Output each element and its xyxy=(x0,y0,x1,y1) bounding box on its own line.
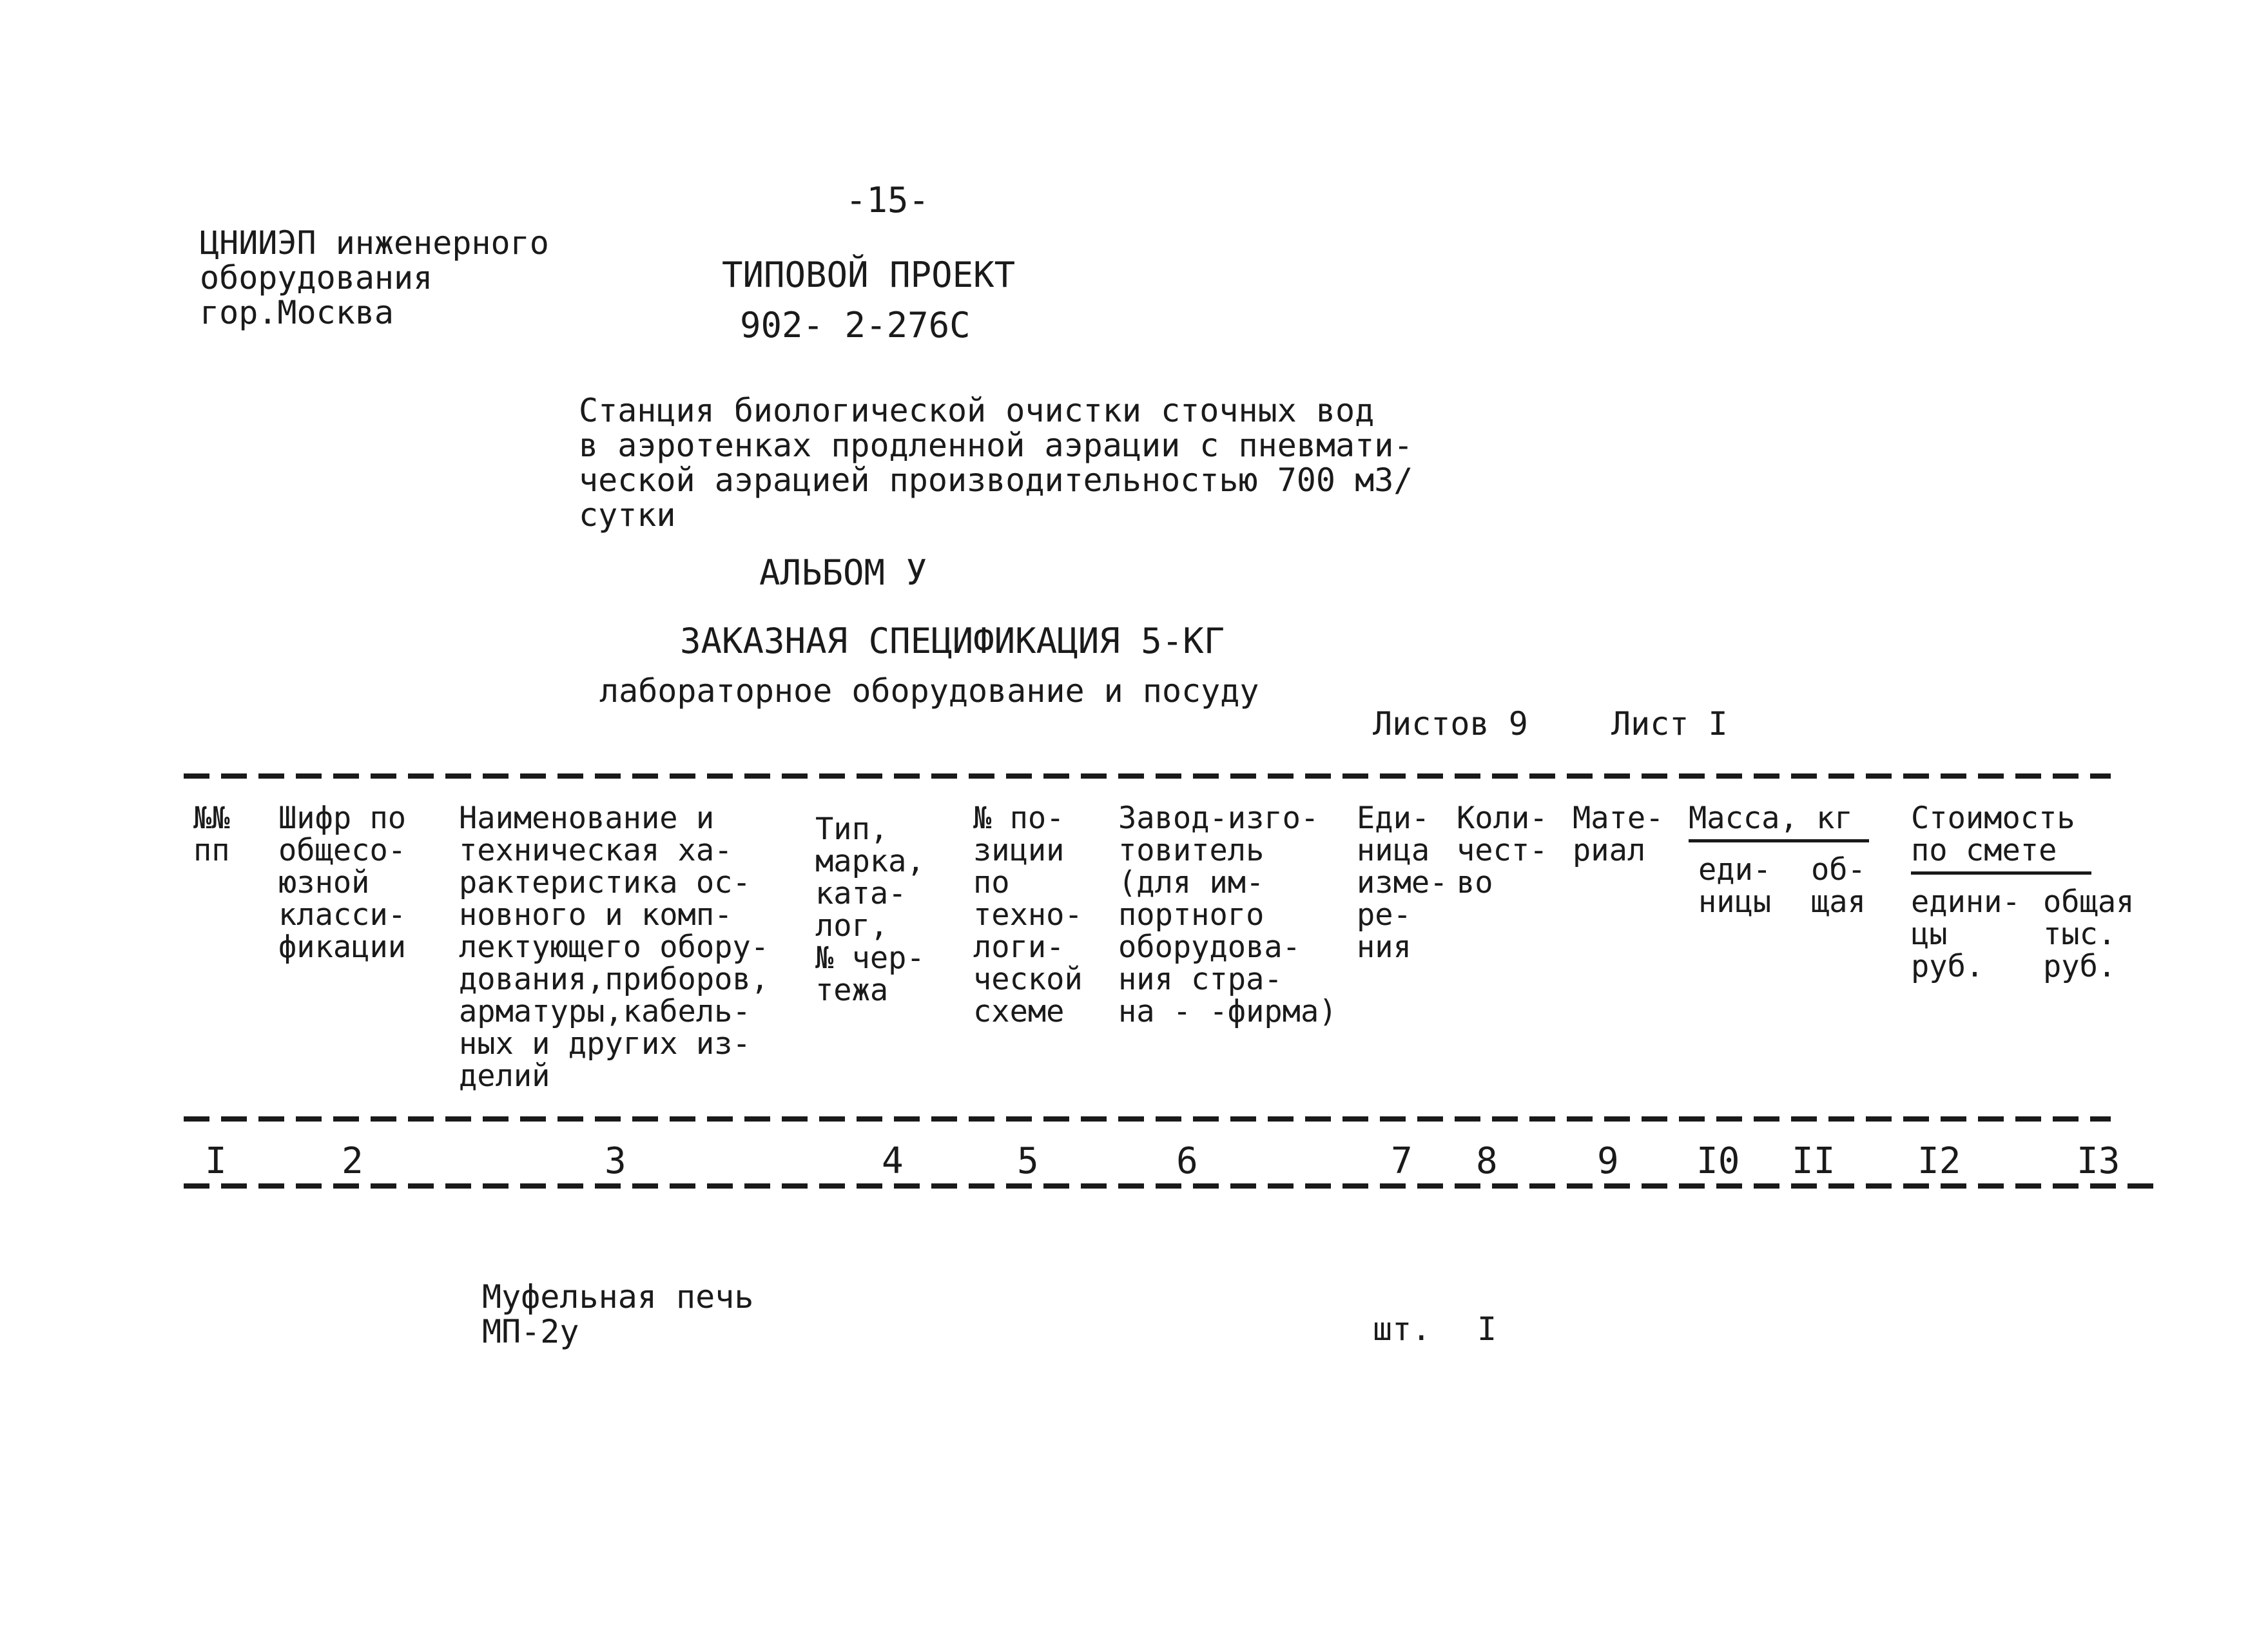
row-quantity: I xyxy=(1477,1310,1497,1348)
project-code: 902- 2-276С xyxy=(740,305,971,345)
col-header-7: Еди- ница изме- ре- ния xyxy=(1357,801,1448,965)
mass-group-underline xyxy=(1689,839,1869,842)
col-header-4: Тип, марка, ката- лог, № чер- тежа xyxy=(815,811,925,1008)
table-numbers-rule xyxy=(184,1183,2156,1189)
spec-subtitle: лабораторное оборудование и посуду xyxy=(599,672,1259,710)
col-header-2: Шифр по общесо- юзной класси- фикации xyxy=(278,801,407,965)
col-number: I xyxy=(205,1140,227,1182)
row-item-name: Муфельная печь МП-2у xyxy=(482,1278,754,1350)
col-number: 2 xyxy=(342,1140,363,1182)
col-number: II xyxy=(1792,1140,1836,1182)
col-number: 5 xyxy=(1017,1140,1039,1182)
col-header-8: Коли- чест- во xyxy=(1457,801,1548,900)
organization-name: ЦНИИЭП инженерного оборудования гор.Моск… xyxy=(200,224,549,331)
project-label: ТИПОВОЙ ПРОЕКТ xyxy=(722,255,1016,295)
col-number: I2 xyxy=(1917,1140,1961,1182)
table-top-rule xyxy=(184,773,2111,779)
mass-unit-header: еди- ницы xyxy=(1698,852,1772,920)
col-number: 3 xyxy=(605,1140,626,1182)
col-header-9: Мате- риал xyxy=(1573,801,1664,868)
mass-total-header: об- щая xyxy=(1811,852,1866,920)
col-header-5: № по- зиции по техно- логи- ческой схеме xyxy=(973,801,1083,1029)
row-unit: шт. xyxy=(1373,1310,1431,1348)
col-number: I0 xyxy=(1696,1140,1740,1182)
cost-group-underline xyxy=(1911,871,2091,875)
sheets-total: Листов 9 xyxy=(1373,705,1528,743)
col-number: I3 xyxy=(2077,1140,2120,1182)
sheet-current: Лист I xyxy=(1611,705,1728,743)
col-number: 6 xyxy=(1176,1140,1198,1182)
col-number: 8 xyxy=(1476,1140,1498,1182)
col-header-6: Завод-изго- товитель (для им- портного о… xyxy=(1118,801,1337,1029)
mass-group-title: Масса, кг xyxy=(1689,801,1853,836)
cost-unit-header: едини- цы руб. xyxy=(1911,884,2021,984)
project-description: Станция биологической очистки сточных во… xyxy=(579,392,1413,534)
cost-total-header: общая тыс. руб. xyxy=(2043,884,2135,984)
col-number: 7 xyxy=(1391,1140,1413,1182)
col-number: 4 xyxy=(882,1140,904,1182)
album-title: АЛЬБОМ У xyxy=(759,552,927,593)
table-header-rule xyxy=(184,1116,2111,1122)
col-number: 9 xyxy=(1597,1140,1619,1182)
cost-group-title: Стоимость по смете xyxy=(1911,801,2075,868)
col-header-3: Наименование и техническая ха- рактерист… xyxy=(459,801,770,1094)
page-number: -15- xyxy=(846,180,930,220)
col-header-1: №№ пп xyxy=(193,801,230,868)
spec-title: ЗАКАЗНАЯ СПЕЦИФИКАЦИЯ 5-КГ xyxy=(680,621,1225,661)
